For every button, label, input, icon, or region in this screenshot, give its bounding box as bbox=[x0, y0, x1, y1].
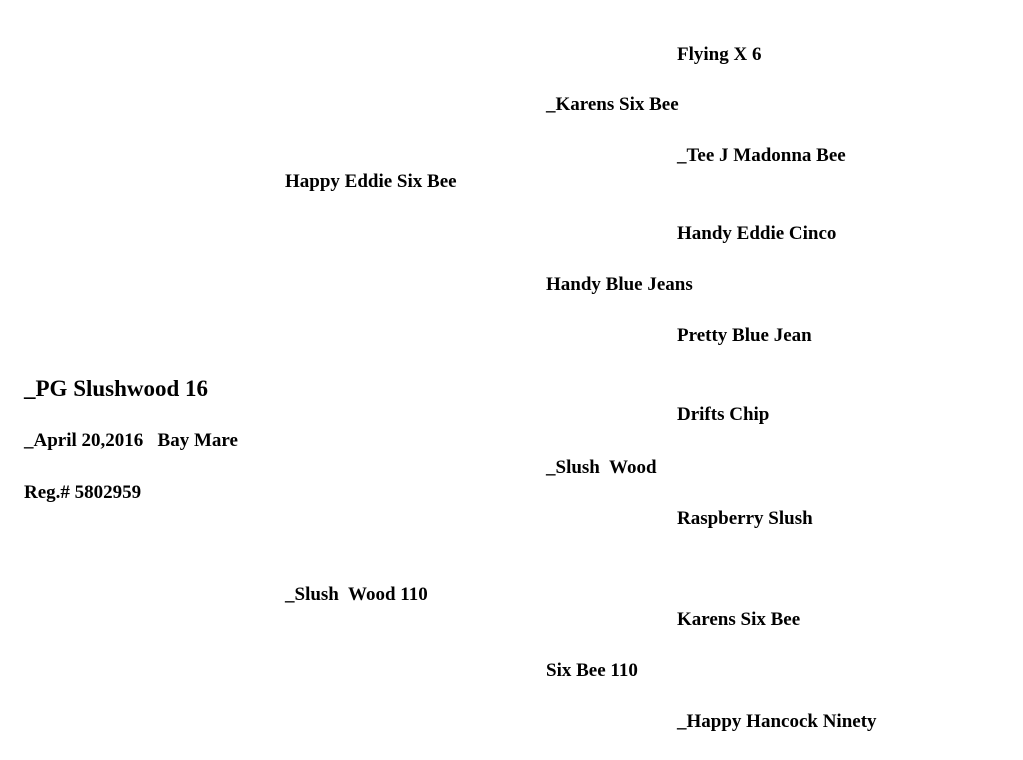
pedigree-sire: Happy Eddie Six Bee bbox=[285, 171, 457, 192]
subject-registration: Reg.# 5802959 bbox=[24, 482, 142, 503]
pedigree-sire-sire: _Karens Six Bee bbox=[546, 94, 679, 115]
pedigree-sire-sire-dam: _Tee J Madonna Bee bbox=[677, 145, 846, 166]
pedigree-dam-dam-sire: Karens Six Bee bbox=[677, 609, 801, 630]
pedigree-dam-sire: _Slush Wood bbox=[546, 457, 657, 478]
subject-birth-line: _April 20,2016 Bay Mare bbox=[24, 430, 238, 451]
pedigree-sire-dam-dam: Pretty Blue Jean bbox=[677, 325, 812, 346]
pedigree-sire-dam: Handy Blue Jeans bbox=[546, 274, 693, 295]
pedigree-dam: _Slush Wood 110 bbox=[285, 584, 428, 605]
pedigree-sire-dam-sire: Handy Eddie Cinco bbox=[677, 223, 837, 244]
pedigree-dam-sire-dam: Raspberry Slush bbox=[677, 508, 813, 529]
pedigree-dam-dam: Six Bee 110 bbox=[546, 660, 638, 681]
pedigree-dam-sire-sire: Drifts Chip bbox=[677, 404, 770, 425]
subject-name: _PG Slushwood 16 bbox=[24, 376, 209, 401]
pedigree-dam-dam-dam: _Happy Hancock Ninety bbox=[677, 711, 877, 732]
pedigree-sire-sire-sire: Flying X 6 bbox=[677, 44, 762, 65]
